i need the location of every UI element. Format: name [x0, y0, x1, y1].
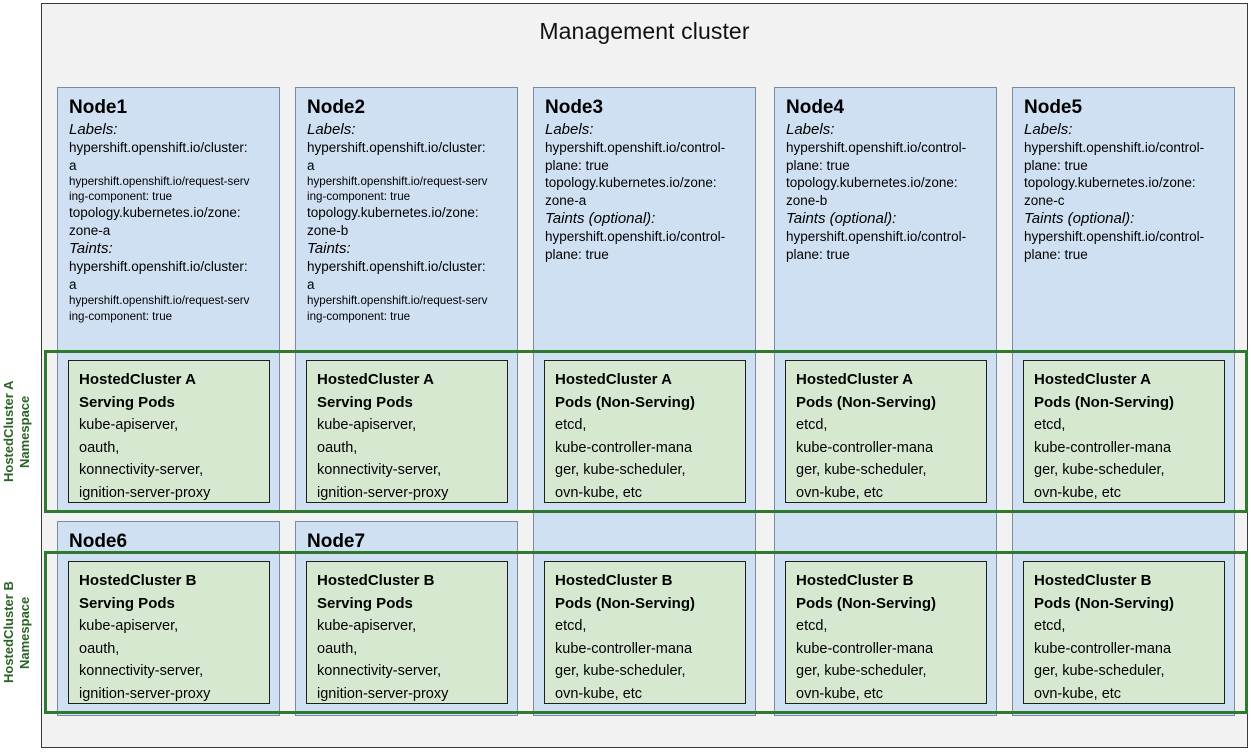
attribute-line: plane: true [1024, 246, 1088, 262]
attribute-line: topology.kubernetes.io/zone: [545, 175, 717, 190]
attribute-line: hypershift.openshift.io/cluster: [69, 259, 248, 275]
pod-body: kube-apiserver,oauth,konnectivity-server… [79, 417, 211, 501]
attribute-line: plane: true [545, 157, 609, 173]
node-title: Node4 [786, 97, 845, 118]
attribute-line: hypershift.openshift.io/control- [786, 140, 967, 155]
attribute-line: plane: true [786, 157, 850, 173]
attribute-line: hypershift.openshift.io/control- [545, 229, 726, 244]
attribute-line: ing-component: true [69, 190, 173, 204]
attribute-line: plane: true [545, 246, 609, 262]
taints-list: hypershift.openshift.io/cluster:a hypersh… [69, 258, 269, 323]
attribute-line: zone-a [545, 192, 587, 208]
attribute-line: hypershift.openshift.io/cluster: [307, 259, 486, 275]
pod-body: kube-apiserver,oauth,konnectivity-server… [317, 417, 449, 501]
labels-list: hypershift.openshift.io/cluster: a hypersh… [69, 139, 269, 239]
labels-heading: Labels: [69, 121, 118, 138]
attribute-line: topology.kubernetes.io/zone: [786, 175, 958, 190]
attribute-line: ing-component: true [307, 309, 411, 323]
attribute-line: hypershift.openshift.io/cluster: [69, 140, 248, 155]
pod-body: kube-apiserver,oauth,konnectivity-server… [79, 618, 211, 702]
attribute-line: hypershift.openshift.io/cluster: [307, 140, 486, 155]
node-title: Node7 [307, 531, 366, 552]
attribute-line: hypershift.openshift.io/request-serv [307, 175, 488, 188]
taints-list: hypershift.openshift.io/control-plane: t… [1024, 228, 1224, 263]
attribute-line: zone-a [69, 222, 111, 238]
labels-list: hypershift.openshift.io/cluster: a hypersh… [307, 139, 507, 239]
taints-list: hypershift.openshift.io/cluster:a hypersh… [307, 258, 507, 323]
attribute-line: a [69, 276, 77, 292]
attribute-line: a [307, 157, 315, 173]
attribute-line: a [69, 157, 77, 173]
taints-heading: Taints (optional): [545, 210, 656, 227]
labels-heading: Labels: [786, 121, 835, 138]
attribute-line: topology.kubernetes.io/zone: [307, 205, 479, 221]
attribute-line: zone-b [307, 222, 349, 238]
taints-heading: Taints (optional): [1024, 210, 1135, 227]
attribute-line: zone-c [1024, 192, 1065, 208]
attribute-line: hypershift.openshift.io/control- [545, 140, 726, 155]
taints-list: hypershift.openshift.io/control-plane: t… [545, 228, 745, 263]
attribute-line: hypershift.openshift.io/request-serv [69, 294, 250, 308]
attribute-line: plane: true [786, 246, 850, 262]
node-title: Node3 [545, 97, 604, 118]
attribute-line: hypershift.openshift.io/request-serv [307, 294, 488, 308]
attribute-line: hypershift.openshift.io/control- [786, 229, 967, 244]
taints-heading: Taints (optional): [786, 210, 897, 227]
node-title: Node5 [1024, 97, 1083, 118]
attribute-line: topology.kubernetes.io/zone: [1024, 175, 1196, 190]
attribute-line: ing-component: true [69, 309, 173, 323]
labels-list: hypershift.openshift.io/control-plane: t… [1024, 139, 1224, 209]
node-title: Node6 [69, 531, 128, 552]
attribute-line: a [307, 276, 315, 292]
labels-heading: Labels: [307, 121, 356, 138]
attribute-line: hypershift.openshift.io/control- [1024, 229, 1205, 244]
attribute-line: ing-component: true [307, 190, 411, 204]
attribute-line: topology.kubernetes.io/zone: [69, 205, 241, 221]
node-title: Node1 [69, 97, 128, 118]
labels-list: hypershift.openshift.io/control-plane: t… [786, 139, 986, 209]
taints-list: hypershift.openshift.io/control-plane: t… [786, 228, 986, 263]
pod-body: kube-apiserver,oauth,konnectivity-server… [317, 618, 449, 702]
attribute-line: zone-b [786, 192, 828, 208]
taints-heading: Taints: [307, 240, 351, 258]
attribute-line: hypershift.openshift.io/request-serv [69, 175, 250, 188]
attribute-line: hypershift.openshift.io/control- [1024, 140, 1205, 155]
management-cluster-title: Management cluster [539, 18, 750, 44]
labels-heading: Labels: [545, 121, 594, 138]
labels-heading: Labels: [1024, 121, 1073, 138]
labels-list: hypershift.openshift.io/control-plane: t… [545, 139, 745, 209]
node-title: Node2 [307, 97, 366, 118]
attribute-line: plane: true [1024, 157, 1088, 173]
taints-heading: Taints: [69, 240, 113, 258]
